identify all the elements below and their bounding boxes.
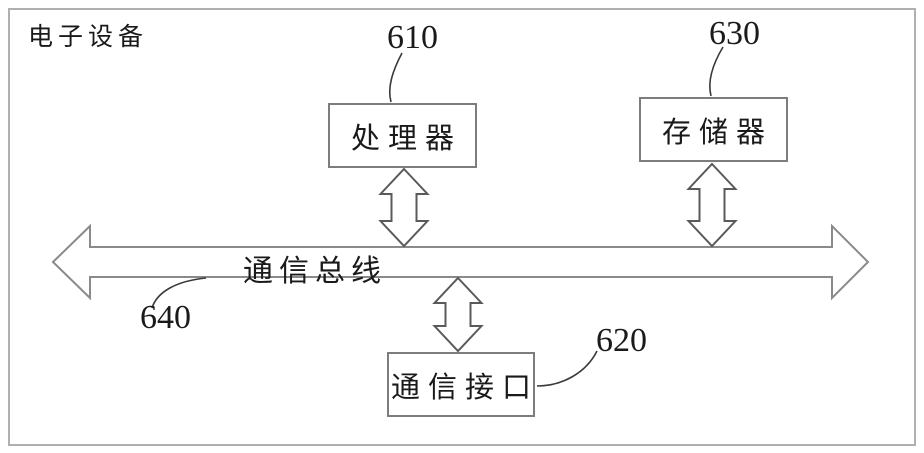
ref-number-620: 620	[596, 322, 647, 359]
leader-line-610	[388, 52, 403, 103]
memory-label: 存储器	[661, 116, 773, 149]
bus-label: 通信总线	[243, 255, 387, 288]
processor-box: 处理器	[328, 103, 477, 168]
ref-number-630: 630	[709, 15, 760, 52]
processor-label: 处理器	[350, 122, 462, 155]
leader-line-640	[151, 277, 207, 309]
leader-line-630	[709, 46, 724, 97]
diagram-outer-frame	[8, 8, 916, 446]
bus-double-arrow	[51, 223, 870, 301]
ref-number-640: 640	[140, 299, 191, 336]
memory-bus-arrow	[686, 162, 738, 248]
comm-interface-bus-arrow	[432, 276, 484, 353]
processor-bus-arrow	[378, 167, 430, 248]
comm-interface-label: 通信接口	[391, 371, 540, 404]
device-title: 电子设备	[28, 24, 149, 51]
memory-box: 存储器	[639, 97, 788, 162]
ref-number-610: 610	[387, 19, 438, 56]
leader-line-620	[536, 350, 598, 387]
comm-interface-box: 通信接口	[387, 352, 535, 417]
